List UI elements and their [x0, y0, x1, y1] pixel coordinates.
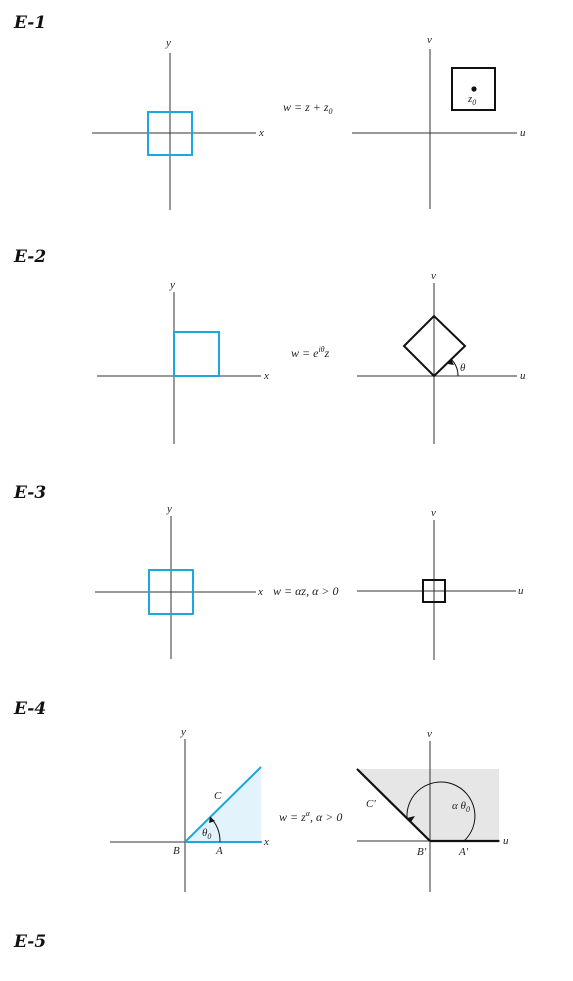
v-axis-label: v — [427, 728, 432, 740]
square-z — [173, 331, 220, 377]
x-axis-label: x — [257, 586, 263, 598]
wedge-ray-bc — [184, 766, 262, 843]
point-b-label: B — [173, 845, 180, 857]
heading-e4: E-4 — [13, 699, 46, 719]
section-e3: E-3 x y w = αz, α > 0 u v — [13, 483, 524, 660]
arc-arrowhead — [407, 816, 415, 822]
square-z — [147, 111, 193, 156]
section-e1: E-1 x y w = z + z0 u v z0 — [13, 13, 526, 210]
arc-arrowhead — [448, 359, 454, 365]
y-axis-label: y — [165, 37, 171, 49]
y-axis-label: y — [169, 279, 175, 291]
point-c-label: C — [214, 790, 222, 802]
z0-label: z0 — [467, 93, 476, 107]
x-axis-label: x — [263, 836, 269, 848]
scaled-square — [422, 579, 446, 603]
section-e4: E-4 x y θ0 B A C w = zα, α > 0 u v α θ0 … — [13, 699, 509, 892]
u-axis-label: u — [520, 127, 526, 139]
v-axis-label: v — [431, 507, 436, 519]
point-a-label: A — [215, 845, 223, 857]
point-a-prime-label: A′ — [458, 846, 469, 858]
heading-e2: E-2 — [13, 247, 46, 267]
mapping-formula: w = αz, α > 0 — [273, 584, 338, 598]
u-axis-label: u — [518, 585, 524, 597]
mapping-formula: w = z + z0 — [283, 100, 333, 116]
x-axis-label: x — [263, 370, 269, 382]
image-region — [357, 769, 499, 841]
u-axis-label: u — [520, 370, 526, 382]
mapping-formula: w = zα, α > 0 — [279, 809, 342, 824]
section-e2: E-2 x y w = eiθz u v θ — [13, 247, 526, 444]
rotated-square — [402, 314, 467, 378]
translated-square — [451, 67, 496, 111]
heading-e5: E-5 — [13, 932, 46, 952]
section-e5: E-5 — [13, 932, 46, 952]
v-axis-label: v — [427, 34, 432, 46]
heading-e3: E-3 — [13, 483, 46, 503]
point-c-prime-label: C′ — [366, 798, 376, 810]
u-axis-label: u — [503, 835, 509, 847]
theta0-label: θ0 — [202, 827, 211, 841]
z0-point — [471, 86, 477, 92]
square-z — [148, 569, 194, 615]
arc-arrowhead — [209, 817, 215, 823]
image-angle-arc — [406, 781, 476, 842]
v-axis-label: v — [431, 270, 436, 282]
theta-label: θ — [460, 362, 466, 374]
heading-e1: E-1 — [13, 13, 46, 33]
x-axis-label: x — [258, 127, 264, 139]
y-axis-label: y — [166, 503, 172, 515]
alpha-theta0-label: α θ0 — [452, 800, 470, 814]
image-ray-bc — [356, 768, 431, 842]
point-b-prime-label: B′ — [417, 846, 427, 858]
y-axis-label: y — [180, 726, 186, 738]
rotation-angle-arc — [450, 358, 459, 377]
mapping-formula: w = eiθz — [291, 345, 330, 360]
